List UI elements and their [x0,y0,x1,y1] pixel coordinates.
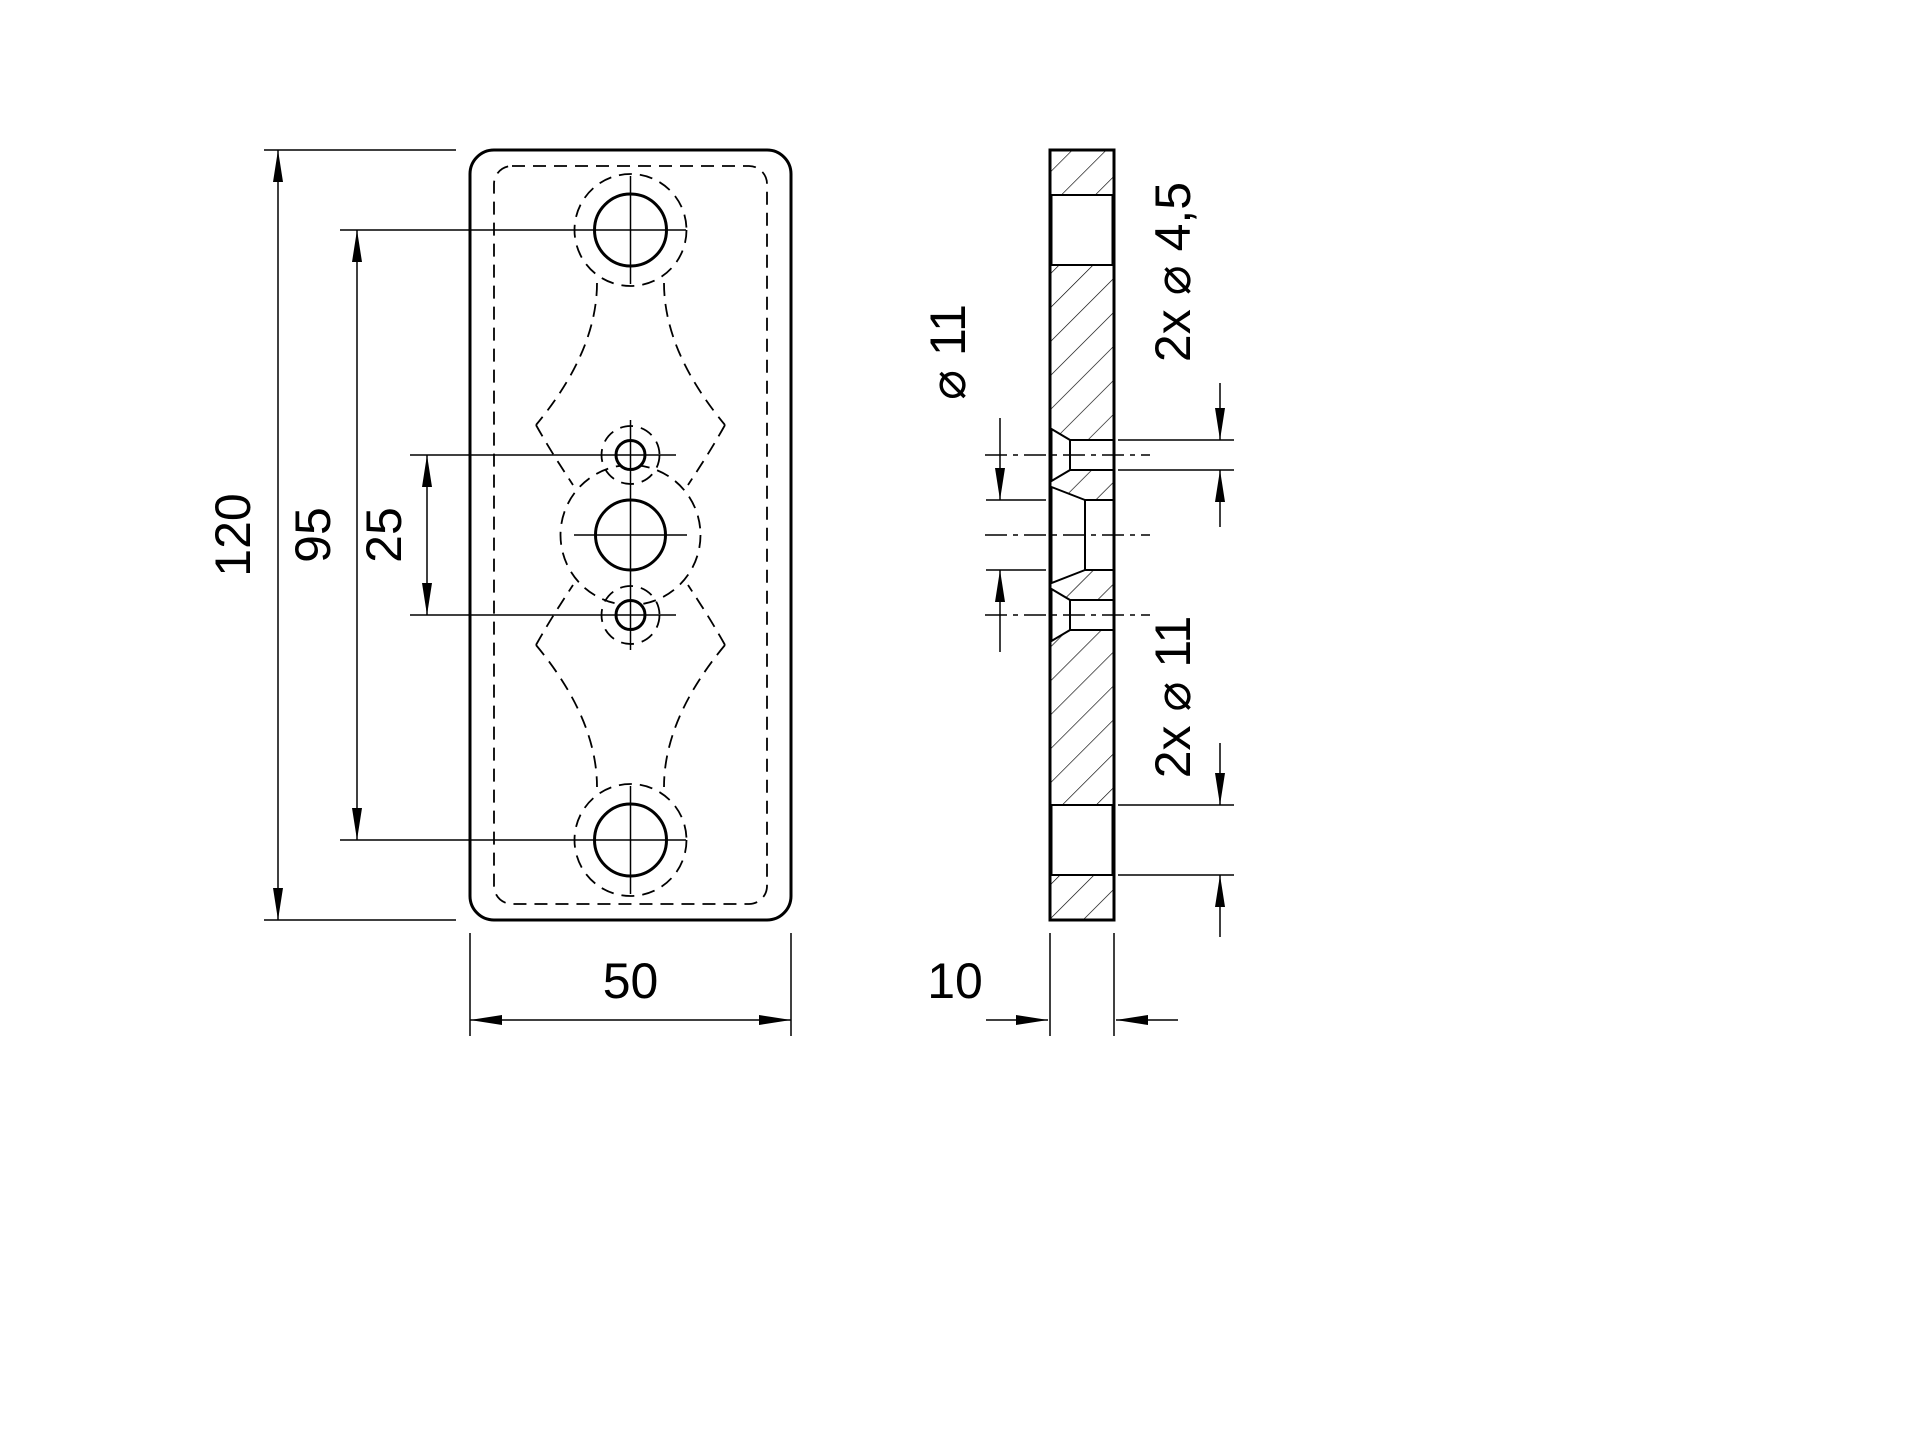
dimension-hole-spacing-label: 95 [285,507,341,563]
dimension-thickness-label: 10 [927,953,983,1009]
dimension-width-label: 50 [603,953,659,1009]
dimension-spacing-95: 95 [285,230,362,840]
pocket-contour [493,165,768,905]
small-holes-dia-label: 2x ⌀ 4,5 [1145,182,1201,362]
center-hole-dia-label: ⌀ 11 [920,304,976,400]
outer-holes-dia-label: 2x ⌀ 11 [1145,616,1201,779]
dimension-small-holes-dia: 2x ⌀ 4,5 [1118,182,1234,527]
hole-section-center [1084,499,1115,571]
dimension-height-label: 120 [205,493,261,576]
dimension-center-hole-dia: ⌀ 11 [920,304,1046,652]
centerlines [340,176,687,894]
contour-neck [535,584,574,646]
contour-flare [535,644,598,788]
dimension-height-120: 120 [205,149,456,921]
dimension-small-spacing-label: 25 [356,507,412,563]
hole-section-top [1050,194,1114,266]
dimension-width-50: 50 [469,933,792,1036]
section-view: ⌀ 11 2x ⌀ 4,5 2x ⌀ 11 10 [920,148,1234,1036]
dimension-thickness-10: 10 [927,933,1178,1036]
contour-neck [535,424,574,486]
hole-section-bottom [1050,804,1114,876]
dimension-spacing-25: 25 [356,455,432,615]
contour-neck [687,584,726,646]
dimension-outer-holes-dia: 2x ⌀ 11 [1118,616,1234,937]
front-view: 120 95 25 50 [205,148,793,1036]
contour-flare [663,644,726,788]
contour-neck [687,424,726,486]
